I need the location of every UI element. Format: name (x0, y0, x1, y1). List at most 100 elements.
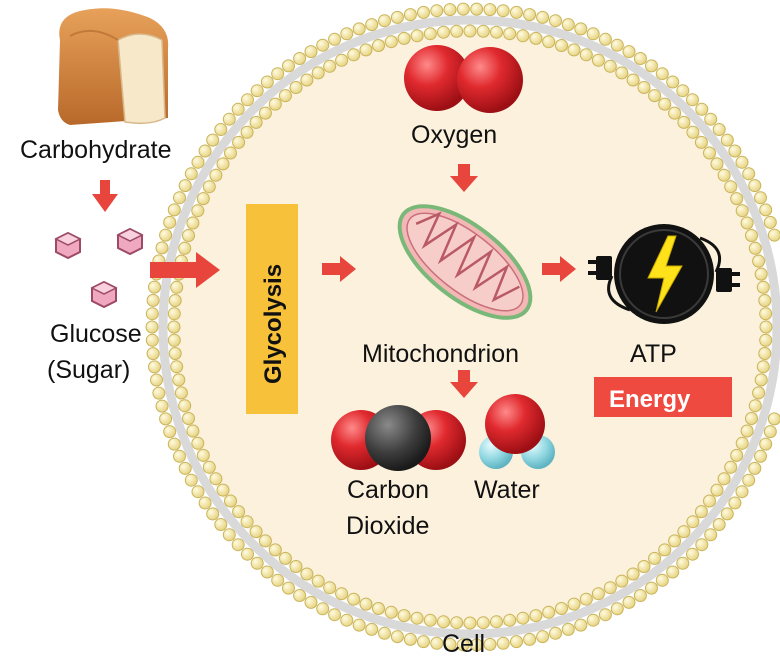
membrane-bead (615, 574, 629, 588)
membrane-bead (241, 547, 254, 561)
sugar-label: (Sugar) (47, 356, 130, 384)
membrane-bead (745, 229, 758, 242)
membrane-bead (191, 485, 205, 499)
membrane-bead (735, 485, 749, 499)
membrane-bead (470, 638, 484, 652)
membrane-bead (191, 436, 205, 450)
membrane-bead (216, 157, 230, 171)
membrane-bead (567, 43, 581, 57)
membrane-bead (536, 10, 550, 24)
membrane-bead (148, 280, 161, 294)
membrane-bead (756, 360, 770, 374)
membrane-bead (170, 280, 184, 294)
membrane-bead (316, 602, 330, 616)
membrane-bead (214, 123, 228, 136)
membrane-bead (712, 518, 726, 531)
glucose-label: Glucose (50, 320, 142, 348)
membrane-bead (758, 294, 772, 307)
membrane-bead (615, 66, 629, 80)
membrane-bead (191, 155, 205, 169)
membrane-bead (206, 507, 220, 521)
membrane-bead (542, 35, 556, 49)
membrane-bead (430, 4, 444, 18)
membrane-bead (173, 191, 186, 205)
membrane-bead (340, 613, 354, 627)
membrane-bead (754, 373, 768, 387)
membrane-bead (289, 81, 303, 94)
membrane-bead (231, 102, 245, 116)
membrane-bead (390, 630, 404, 644)
membrane-outer-beads (145, 2, 780, 652)
membrane-bead (191, 204, 205, 218)
membrane-bead (637, 81, 651, 94)
arrow-oxygen-to-mito (450, 164, 478, 192)
membrane-bead (340, 27, 354, 41)
membrane-bead (186, 216, 200, 230)
membrane-bead (598, 32, 612, 46)
membrane-bead (704, 112, 718, 126)
membrane-bead (196, 192, 210, 206)
membrane-bead (703, 494, 716, 508)
membrane-bead (686, 547, 699, 561)
membrane-bead (759, 307, 773, 321)
membrane-bead (463, 24, 477, 38)
membrane-bead (695, 538, 709, 552)
membrane-bead (168, 347, 182, 360)
mitochondrion-label: Mitochondrion (362, 340, 519, 368)
membrane-bead (352, 618, 366, 632)
membrane-bead (704, 528, 718, 542)
membrane-bead (603, 59, 617, 73)
membrane-bead (390, 10, 404, 24)
membrane-bead (735, 204, 749, 218)
membrane-bead (510, 635, 523, 649)
membrane-bead (352, 22, 366, 36)
membrane-bead (304, 595, 318, 609)
arrow-glycolysis-to-mito (322, 256, 356, 282)
membrane-bead (304, 45, 318, 59)
membrane-bead (529, 609, 543, 623)
membrane-bead (637, 560, 651, 573)
energy-box (594, 377, 732, 417)
membrane-bead (666, 565, 680, 579)
membrane-bead (293, 589, 307, 602)
membrane-bead (648, 551, 662, 565)
membrane-bead (759, 203, 773, 217)
membrane-bead (250, 556, 264, 570)
membrane-bead (423, 27, 437, 41)
membrane-bead (503, 613, 517, 627)
membrane-bead (231, 538, 245, 552)
membrane-bead (567, 597, 581, 611)
membrane-bead (668, 534, 682, 548)
membrane-bead (626, 567, 640, 581)
membrane-bead (754, 267, 768, 281)
membrane-bead (586, 613, 600, 627)
membrane-bead (622, 45, 636, 59)
membrane-bead (655, 67, 669, 81)
membrane-bead (335, 587, 349, 601)
membrane-bead (260, 75, 274, 89)
membrane-bead (384, 605, 398, 619)
membrane-bead (163, 215, 177, 229)
membrane-bead (209, 168, 223, 182)
membrane-bead (268, 97, 282, 111)
membrane-bead (752, 254, 766, 268)
membrane-bead (603, 581, 617, 595)
membrane-bead (410, 611, 424, 625)
membrane-bead (720, 133, 734, 147)
membrane-bead (443, 3, 457, 17)
membrane-bead (763, 425, 777, 439)
membrane-bead (720, 507, 734, 521)
membrane-bead (496, 636, 510, 650)
glycolysis-label: Glycolysis (260, 264, 287, 384)
membrane-bead (170, 360, 184, 374)
membrane-bead (645, 59, 658, 73)
membrane-bead (300, 567, 314, 581)
membrane-bead (523, 8, 537, 22)
membrane-bead (214, 518, 228, 531)
membrane-bead (666, 75, 680, 89)
membrane-bead (490, 615, 503, 629)
membrane-bead (222, 528, 236, 542)
membrane-bead (206, 133, 220, 147)
membrane-bead (622, 595, 636, 609)
